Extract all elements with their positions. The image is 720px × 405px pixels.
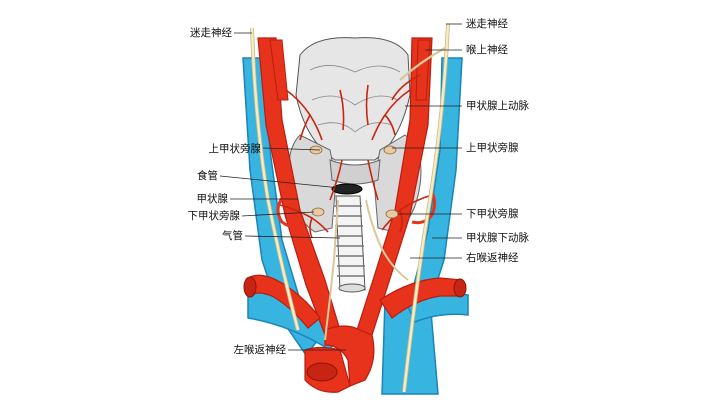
label-superior-laryngeal-nerve: 喉上神经 — [466, 44, 508, 56]
label-superior-parathyroid-right: 上甲状旁腺 — [466, 142, 519, 154]
esophagus-opening — [331, 183, 363, 195]
label-left-recurrent-laryngeal-nerve: 左喉返神经 — [233, 344, 287, 356]
superior-parathyroid-right — [383, 145, 397, 155]
label-inferior-parathyroid-right: 下甲状旁腺 — [466, 208, 519, 220]
label-thyroid-gland: 甲状腺 — [196, 193, 229, 205]
right-carotid-branch — [415, 39, 431, 101]
label-superior-parathyroid-left: 上甲状旁腺 — [208, 143, 262, 155]
leader-lines-left — [219, 32, 346, 351]
right-recurrent-laryngeal-nerve — [365, 199, 409, 281]
superior-thyroid-artery-branches — [285, 74, 421, 141]
left-subclavian-cut — [243, 276, 257, 298]
left-subclavian-artery — [247, 274, 321, 329]
left-vagus-nerve-core — [250, 27, 300, 331]
thyroid-isthmus — [329, 159, 381, 185]
label-right-recurrent-laryngeal-nerve: 右喉返神经 — [466, 252, 519, 264]
label-inferior-parathyroid-left: 下甲状旁腺 — [187, 210, 241, 222]
label-superior-thyroid-artery: 甲状腺上动脉 — [466, 100, 529, 112]
right-subclavian-cut — [453, 278, 467, 298]
inferior-parathyroid-right — [385, 209, 399, 219]
label-inferior-thyroid-artery: 甲状腺下动脉 — [466, 232, 529, 244]
left-carotid-branch — [269, 39, 289, 101]
label-trachea: 气管 — [222, 230, 243, 242]
left-recurrent-laryngeal-nerve — [324, 199, 339, 341]
label-left-vagus-nerve: 迷走神经 — [190, 27, 232, 39]
thyroid-cartilage — [295, 37, 411, 161]
aorta-cut — [306, 362, 338, 382]
label-right-vagus-nerve: 迷走神经 — [466, 18, 508, 30]
trachea-rings — [334, 205, 365, 277]
inferior-thyroid-artery-loop-left — [276, 197, 306, 229]
inferior-thyroid-artery-branches — [279, 159, 433, 239]
aortic-arch — [324, 325, 375, 387]
trachea-end — [338, 283, 366, 293]
leader-lines-right — [392, 23, 462, 259]
label-esophagus: 食管 — [197, 170, 218, 182]
right-vagus-nerve-core — [402, 23, 450, 393]
inferior-thyroid-artery-loop-right — [411, 189, 437, 225]
